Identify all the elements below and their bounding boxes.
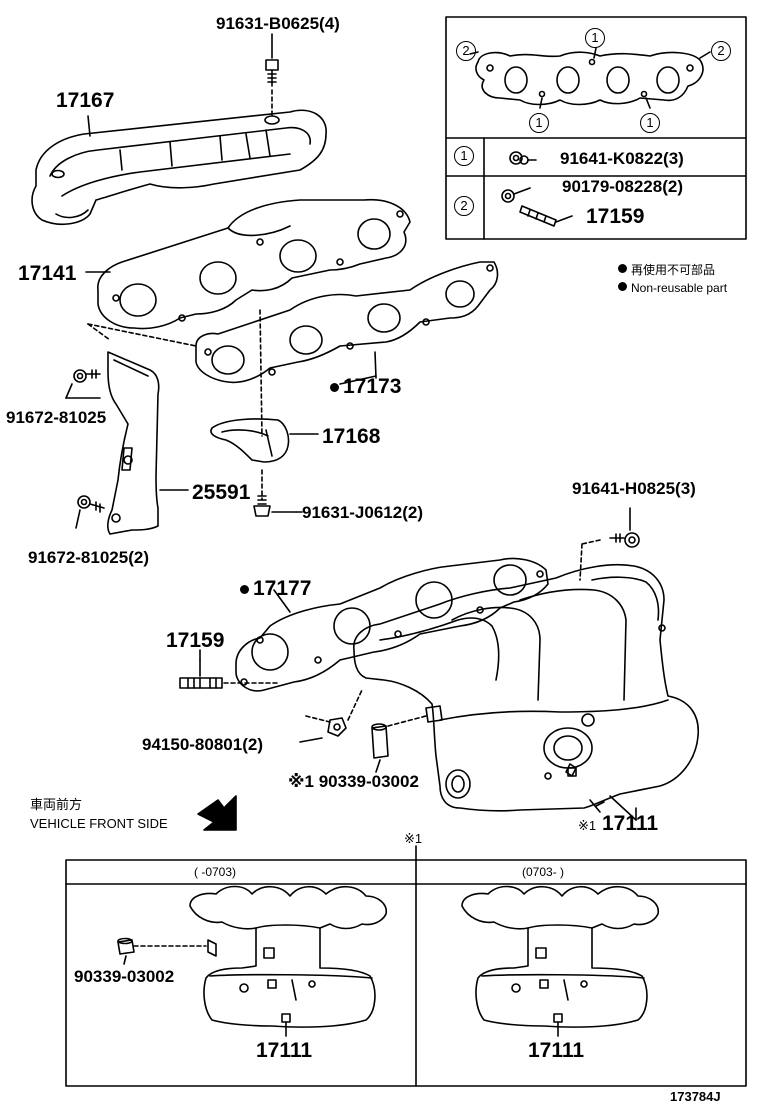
gasket-17173 xyxy=(195,261,499,384)
part-label-91631-j0612: 91631-J0612(2) xyxy=(302,503,423,522)
flange-nut-icon xyxy=(509,151,537,165)
bolt-icon-91641-h xyxy=(579,507,640,581)
part-number-17173: 17173 xyxy=(343,375,402,398)
bracket-17168 xyxy=(210,418,319,463)
part-number-17111: 17111 xyxy=(601,812,659,835)
bolt-icon-91631-b xyxy=(265,33,279,117)
circle-mark-2-left: 2 xyxy=(456,41,476,61)
row-mark-1: 1 xyxy=(454,146,474,166)
part-label-25591: 25591 xyxy=(192,481,251,504)
part-label-17159-box: 17159 xyxy=(586,205,645,228)
circle-mark-1-bottom-left: 1 xyxy=(529,113,549,133)
gasket-outline xyxy=(475,51,704,106)
bracket-25591 xyxy=(107,351,189,535)
bolt-icon-91631-j xyxy=(253,469,297,517)
nut-icon-94150 xyxy=(299,689,363,743)
bolt-icon-91672-lower xyxy=(75,495,105,529)
circle-mark-1-top: 1 xyxy=(585,28,605,48)
part-label-91631-b0625: 91631-B0625(4) xyxy=(216,14,340,33)
vehicle-front-arrow xyxy=(197,795,237,831)
circle-mark-1-bottom-right: 1 xyxy=(640,113,660,133)
part-label-17167: 17167 xyxy=(56,89,115,112)
non-reusable-dot-icon xyxy=(240,585,249,594)
part-label-90179-08228: 90179-08228(2) xyxy=(562,177,683,196)
row-mark-2: 2 xyxy=(454,196,474,216)
orientation-en: VEHICLE FRONT SIDE xyxy=(30,816,168,831)
pin-icon-90339 xyxy=(371,705,443,773)
non-reusable-dot-icon xyxy=(330,383,339,392)
part-number-90339: 90339-03002 xyxy=(318,772,419,791)
figure-id: 173784J xyxy=(670,1089,721,1104)
part-label-91641-k0822: 91641-K0822(3) xyxy=(560,149,684,168)
legend-jp: 再使用不可部品 xyxy=(618,264,715,276)
variant-table xyxy=(65,845,747,1087)
stud-bolt-icon-17159 xyxy=(179,659,281,689)
circle-mark-2-right: 2 xyxy=(711,41,731,61)
part-label-17173: 17173 xyxy=(330,376,401,397)
legend-dot-icon xyxy=(618,282,627,291)
legend-dot-icon xyxy=(618,264,627,273)
manifold-variant-2 xyxy=(461,885,660,1037)
variant-col2-part-17111: 17111 xyxy=(528,1039,585,1062)
part-number-17177: 17177 xyxy=(253,577,312,600)
variant-col1-header: ( -0703) xyxy=(194,865,237,879)
bolt-icon-91672-upper xyxy=(65,369,101,399)
part-label-17141: 17141 xyxy=(18,262,77,285)
heat-insulator-17141 xyxy=(97,198,411,330)
gasket-reference-box xyxy=(445,16,747,240)
variant-col1-part-90339: 90339-03002 xyxy=(74,967,175,986)
part-label-17168: 17168 xyxy=(322,425,381,448)
legend-en: Non-reusable part xyxy=(618,282,727,294)
variant-col2-header: (0703- ) xyxy=(522,865,565,879)
manifold-variant-1 xyxy=(117,885,388,1037)
orientation-jp: 車両前方 xyxy=(30,797,83,812)
intake-manifold-17111 xyxy=(353,563,699,821)
note-mark: ※1 xyxy=(288,772,314,791)
nut-and-stud-icon xyxy=(501,187,573,227)
part-label-17111: ※1 17111 xyxy=(578,813,658,834)
heat-insulator-17167 xyxy=(31,109,327,226)
part-label-91672-81025-2: 91672-81025(2) xyxy=(28,548,149,567)
note-mark: ※1 xyxy=(578,818,597,833)
part-label-94150-80801: 94150-80801(2) xyxy=(142,735,263,754)
variant-table-note-mark: ※1 xyxy=(404,831,423,846)
part-label-91641-h0825: 91641-H0825(3) xyxy=(572,479,696,498)
part-label-91672-81025: 91672-81025 xyxy=(6,408,107,427)
part-label-17177: 17177 xyxy=(240,578,311,599)
part-label-90339-03002: ※1 90339-03002 xyxy=(288,773,419,790)
variant-col1-part-17111: 17111 xyxy=(256,1039,313,1062)
part-label-17159: 17159 xyxy=(166,629,225,652)
